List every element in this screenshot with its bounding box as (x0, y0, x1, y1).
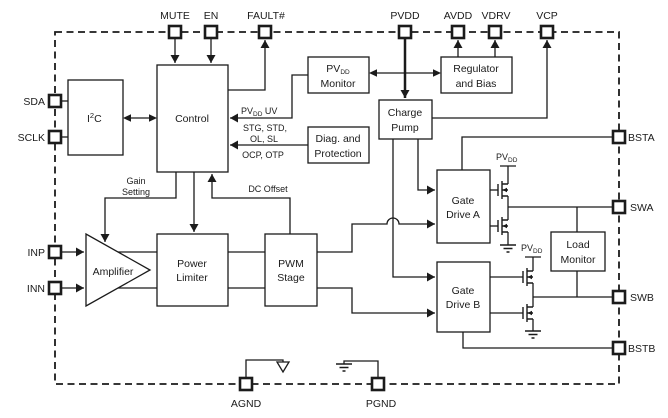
mosfet-icon (497, 217, 508, 235)
block-pvdd-monitor: PVDD Monitor (307, 56, 370, 94)
pin-pgnd (370, 376, 386, 392)
pin-mute (167, 24, 183, 40)
svg-text:Power: Power (177, 258, 207, 270)
svg-text:PWM: PWM (278, 258, 304, 270)
svg-text:I2C: I2C (87, 111, 102, 125)
svg-text:Monitor: Monitor (320, 78, 356, 90)
pin-label-pvdd: PVDD (390, 10, 420, 22)
pin-agnd (238, 376, 254, 392)
half-bridge-a: PVDD (496, 152, 518, 253)
block-i2c: I2C (67, 79, 124, 156)
fault-signals-3: OCP, OTP (242, 150, 284, 160)
block-amplifier: Amplifier (85, 232, 152, 308)
ground-icon (500, 244, 516, 253)
block-gate-drive-a: Gate Drive A (436, 169, 491, 244)
pin-label-bstb: BSTB (628, 343, 655, 355)
svg-text:Stage: Stage (277, 272, 305, 284)
pin-label-vcp: VCP (536, 10, 558, 22)
svg-text:Gate: Gate (452, 195, 475, 207)
svg-text:Protection: Protection (314, 148, 361, 160)
pvdd-uv-label: PVDD UV (241, 106, 277, 118)
pin-en (203, 24, 219, 40)
svg-text:Gate: Gate (452, 285, 475, 297)
dc-offset-label: DC Offset (248, 184, 288, 194)
pin-label-sclk: SCLK (18, 132, 45, 144)
mosfet-icon (522, 304, 533, 322)
mosfet-icon (497, 181, 508, 199)
signal-labels: PVDD UV STG, STD, OL, SL OCP, OTP Gain S… (122, 106, 288, 197)
pin-swb (611, 289, 627, 305)
svg-text:Limiter: Limiter (176, 272, 208, 284)
pin-label-pgnd: PGND (366, 398, 397, 410)
svg-text:Drive A: Drive A (446, 209, 480, 221)
svg-text:and Bias: and Bias (456, 78, 497, 90)
pin-swa (611, 199, 627, 215)
blocks: I2C Control PVDD Monitor Regulator and B… (67, 56, 606, 333)
pin-label-mute: MUTE (160, 10, 190, 22)
pin-label-inp: INP (27, 247, 45, 259)
pin-label-en: EN (204, 10, 219, 22)
block-pwm-stage: PWM Stage (264, 233, 318, 307)
svg-text:Charge: Charge (388, 107, 423, 119)
block-gate-drive-b: Gate Drive B (436, 261, 491, 333)
pin-label-fault: FAULT# (247, 10, 285, 22)
svg-text:Load: Load (566, 239, 590, 251)
pin-label-vdrv: VDRV (482, 10, 511, 22)
svg-text:PVDD: PVDD (326, 63, 350, 76)
pins (47, 24, 627, 392)
pvdd-rail-b-label: PVDD (521, 243, 543, 255)
pin-label-bsta: BSTA (628, 132, 655, 144)
pin-pvdd (397, 24, 413, 40)
pin-label-avdd: AVDD (444, 10, 473, 22)
earth-ground-icon (336, 363, 352, 372)
svg-text:Regulator: Regulator (453, 63, 499, 75)
pin-bstb (611, 340, 627, 356)
svg-text:Pump: Pump (391, 122, 419, 134)
pin-label-swb: SWB (630, 292, 654, 304)
gain-setting-label-1: Gain (126, 176, 145, 186)
block-control: Control (156, 64, 229, 173)
svg-text:Amplifier: Amplifier (93, 266, 134, 278)
pin-vdrv (487, 24, 503, 40)
pin-sda (47, 93, 63, 109)
pin-bsta (611, 129, 627, 145)
pin-avdd (450, 24, 466, 40)
pin-sclk (47, 129, 63, 145)
fault-signals-2: OL, SL (250, 134, 278, 144)
ground-icon (525, 330, 541, 339)
pin-label-inn: INN (27, 283, 45, 295)
svg-text:Drive B: Drive B (446, 299, 480, 311)
block-load-monitor: Load Monitor (550, 231, 606, 272)
pin-label-agnd: AGND (231, 398, 262, 410)
pin-label-sda: SDA (23, 96, 45, 108)
block-power-limiter: Power Limiter (156, 233, 229, 307)
pin-inn (47, 280, 63, 296)
block-regulator-bias: Regulator and Bias (440, 56, 513, 94)
pvdd-rail-a-label: PVDD (496, 152, 518, 164)
pin-fault (257, 24, 273, 40)
svg-text:Monitor: Monitor (560, 254, 596, 266)
pin-vcp (539, 24, 555, 40)
mosfet-icon (522, 268, 533, 286)
svg-text:Control: Control (175, 113, 209, 125)
pin-inp (47, 244, 63, 260)
fault-signals-1: STG, STD, (243, 123, 287, 133)
signal-ground-icon (275, 361, 291, 374)
gain-setting-label-2: Setting (122, 187, 150, 197)
pin-label-swa: SWA (630, 202, 654, 214)
signal-wires (61, 38, 613, 377)
pin-labels: MUTE EN FAULT# PVDD AVDD VDRV VCP SDA SC… (18, 10, 656, 410)
svg-text:Diag. and: Diag. and (316, 133, 361, 145)
block-diag-protection: Diag. and Protection (307, 126, 370, 164)
block-charge-pump: Charge Pump (378, 99, 433, 140)
half-bridge-b: PVDD (521, 243, 543, 339)
